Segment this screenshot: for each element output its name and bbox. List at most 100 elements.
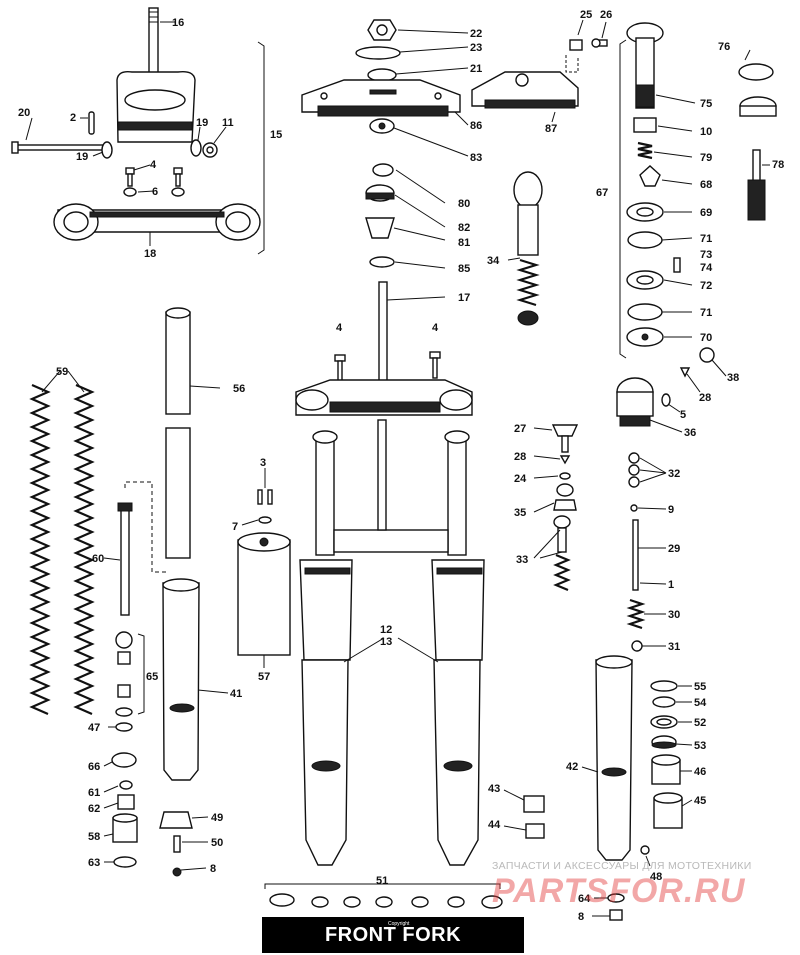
callout-labels: 16 22 23 21 25 26 76 20 2 19 19 11 15 4 …	[18, 9, 784, 923]
callout-81: 81	[458, 237, 470, 249]
plate-72	[626, 270, 664, 290]
star-washer-68	[639, 165, 661, 187]
rod-29	[632, 519, 639, 591]
callout-74: 74	[700, 262, 713, 274]
callout-44: 44	[488, 819, 501, 831]
ball-28-upper	[679, 367, 691, 378]
slider-41	[162, 578, 200, 781]
callout-85: 85	[458, 263, 470, 275]
callout-5: 5	[680, 409, 686, 421]
callout-26: 26	[600, 9, 612, 21]
ring-66	[111, 752, 137, 768]
ball-28-lower	[559, 455, 571, 465]
cone-80	[372, 163, 394, 177]
callout-32: 32	[668, 468, 680, 480]
callout-22: 22	[470, 28, 482, 40]
watermark-tagline: ЗАПЧАСТИ И АКСЕССУАРЫ ДЛЯ МОТОТЕХНИКИ	[492, 860, 752, 872]
plug-38	[699, 347, 715, 363]
button-27	[551, 424, 579, 453]
callout-72: 72	[700, 280, 712, 292]
callout-60: 60	[92, 553, 104, 565]
callout-17: 17	[458, 292, 470, 304]
screw-50	[173, 835, 181, 853]
top-bracket-86	[301, 79, 461, 117]
callout-38: 38	[727, 372, 739, 384]
callout-56: 56	[233, 383, 245, 395]
bolts-4-center	[334, 351, 441, 382]
callout-2: 2	[70, 112, 76, 124]
bolt-20	[11, 141, 105, 154]
washer-63	[113, 856, 137, 868]
spring-30	[626, 598, 646, 630]
callout-45: 45	[694, 795, 706, 807]
callout-71-bottom: 71	[700, 307, 712, 319]
slider-42	[595, 655, 633, 861]
callout-50: 50	[211, 837, 223, 849]
callout-70: 70	[700, 332, 712, 344]
callout-75: 75	[700, 98, 712, 110]
washers-51	[269, 893, 503, 909]
callout-27: 27	[514, 423, 526, 435]
callout-19-right: 19	[196, 117, 208, 129]
callout-46: 46	[694, 766, 706, 778]
washer-21	[367, 68, 397, 82]
damper-assembly-34	[513, 171, 543, 326]
clamp-25	[569, 39, 583, 51]
washer-5	[661, 393, 671, 407]
stem-17	[378, 281, 388, 383]
callout-25: 25	[580, 9, 592, 21]
callout-9: 9	[668, 504, 674, 516]
callout-28-upper: 28	[699, 392, 711, 404]
nut-8-right	[609, 909, 623, 921]
callout-7: 7	[232, 521, 238, 533]
damper-rod-78	[747, 149, 766, 221]
pin-2	[88, 111, 95, 135]
nut-10	[633, 117, 657, 133]
callout-48: 48	[650, 871, 662, 883]
nut-31	[631, 640, 643, 652]
callout-8-right: 8	[578, 911, 584, 923]
callout-11: 11	[222, 117, 234, 129]
ball-48	[640, 845, 650, 855]
nut-49	[159, 811, 193, 829]
callout-69: 69	[700, 207, 712, 219]
washer-61	[119, 780, 133, 790]
callout-36: 36	[684, 427, 696, 439]
callout-67: 67	[596, 187, 608, 199]
ball-8-left	[172, 867, 182, 877]
screw-26	[591, 38, 608, 48]
valve-stack-65	[115, 631, 133, 732]
callout-82: 82	[458, 222, 470, 234]
callout-30: 30	[668, 609, 680, 621]
washers-6	[123, 187, 185, 197]
callout-21: 21	[470, 63, 482, 75]
balls-32	[628, 452, 640, 488]
bushing-46	[651, 754, 681, 785]
callout-65: 65	[146, 671, 158, 683]
emblem-76	[738, 63, 774, 81]
callout-34: 34	[487, 255, 500, 267]
callout-4-center-right: 4	[432, 322, 439, 334]
callout-16: 16	[172, 17, 184, 29]
ring-53	[651, 735, 677, 749]
callout-1: 1	[668, 579, 674, 591]
callout-6: 6	[152, 186, 158, 198]
bracket-87	[471, 71, 579, 109]
screws-3-7	[257, 489, 273, 524]
tube-56-lower	[165, 427, 191, 559]
callout-42: 42	[566, 761, 578, 773]
callout-24: 24	[514, 473, 527, 485]
bushing-45	[653, 792, 683, 829]
lower-bracket-18	[53, 203, 261, 241]
callout-18: 18	[144, 248, 156, 260]
callout-63: 63	[88, 857, 100, 869]
washer-19-left	[101, 141, 113, 159]
callout-20: 20	[18, 107, 30, 119]
leader-lines	[25, 19, 770, 917]
fork-leg-left-12	[299, 430, 353, 866]
cup-81	[365, 217, 395, 239]
callout-58: 58	[88, 831, 100, 843]
callout-53: 53	[694, 740, 706, 752]
callout-35: 35	[514, 507, 526, 519]
callout-71-top: 71	[700, 233, 712, 245]
